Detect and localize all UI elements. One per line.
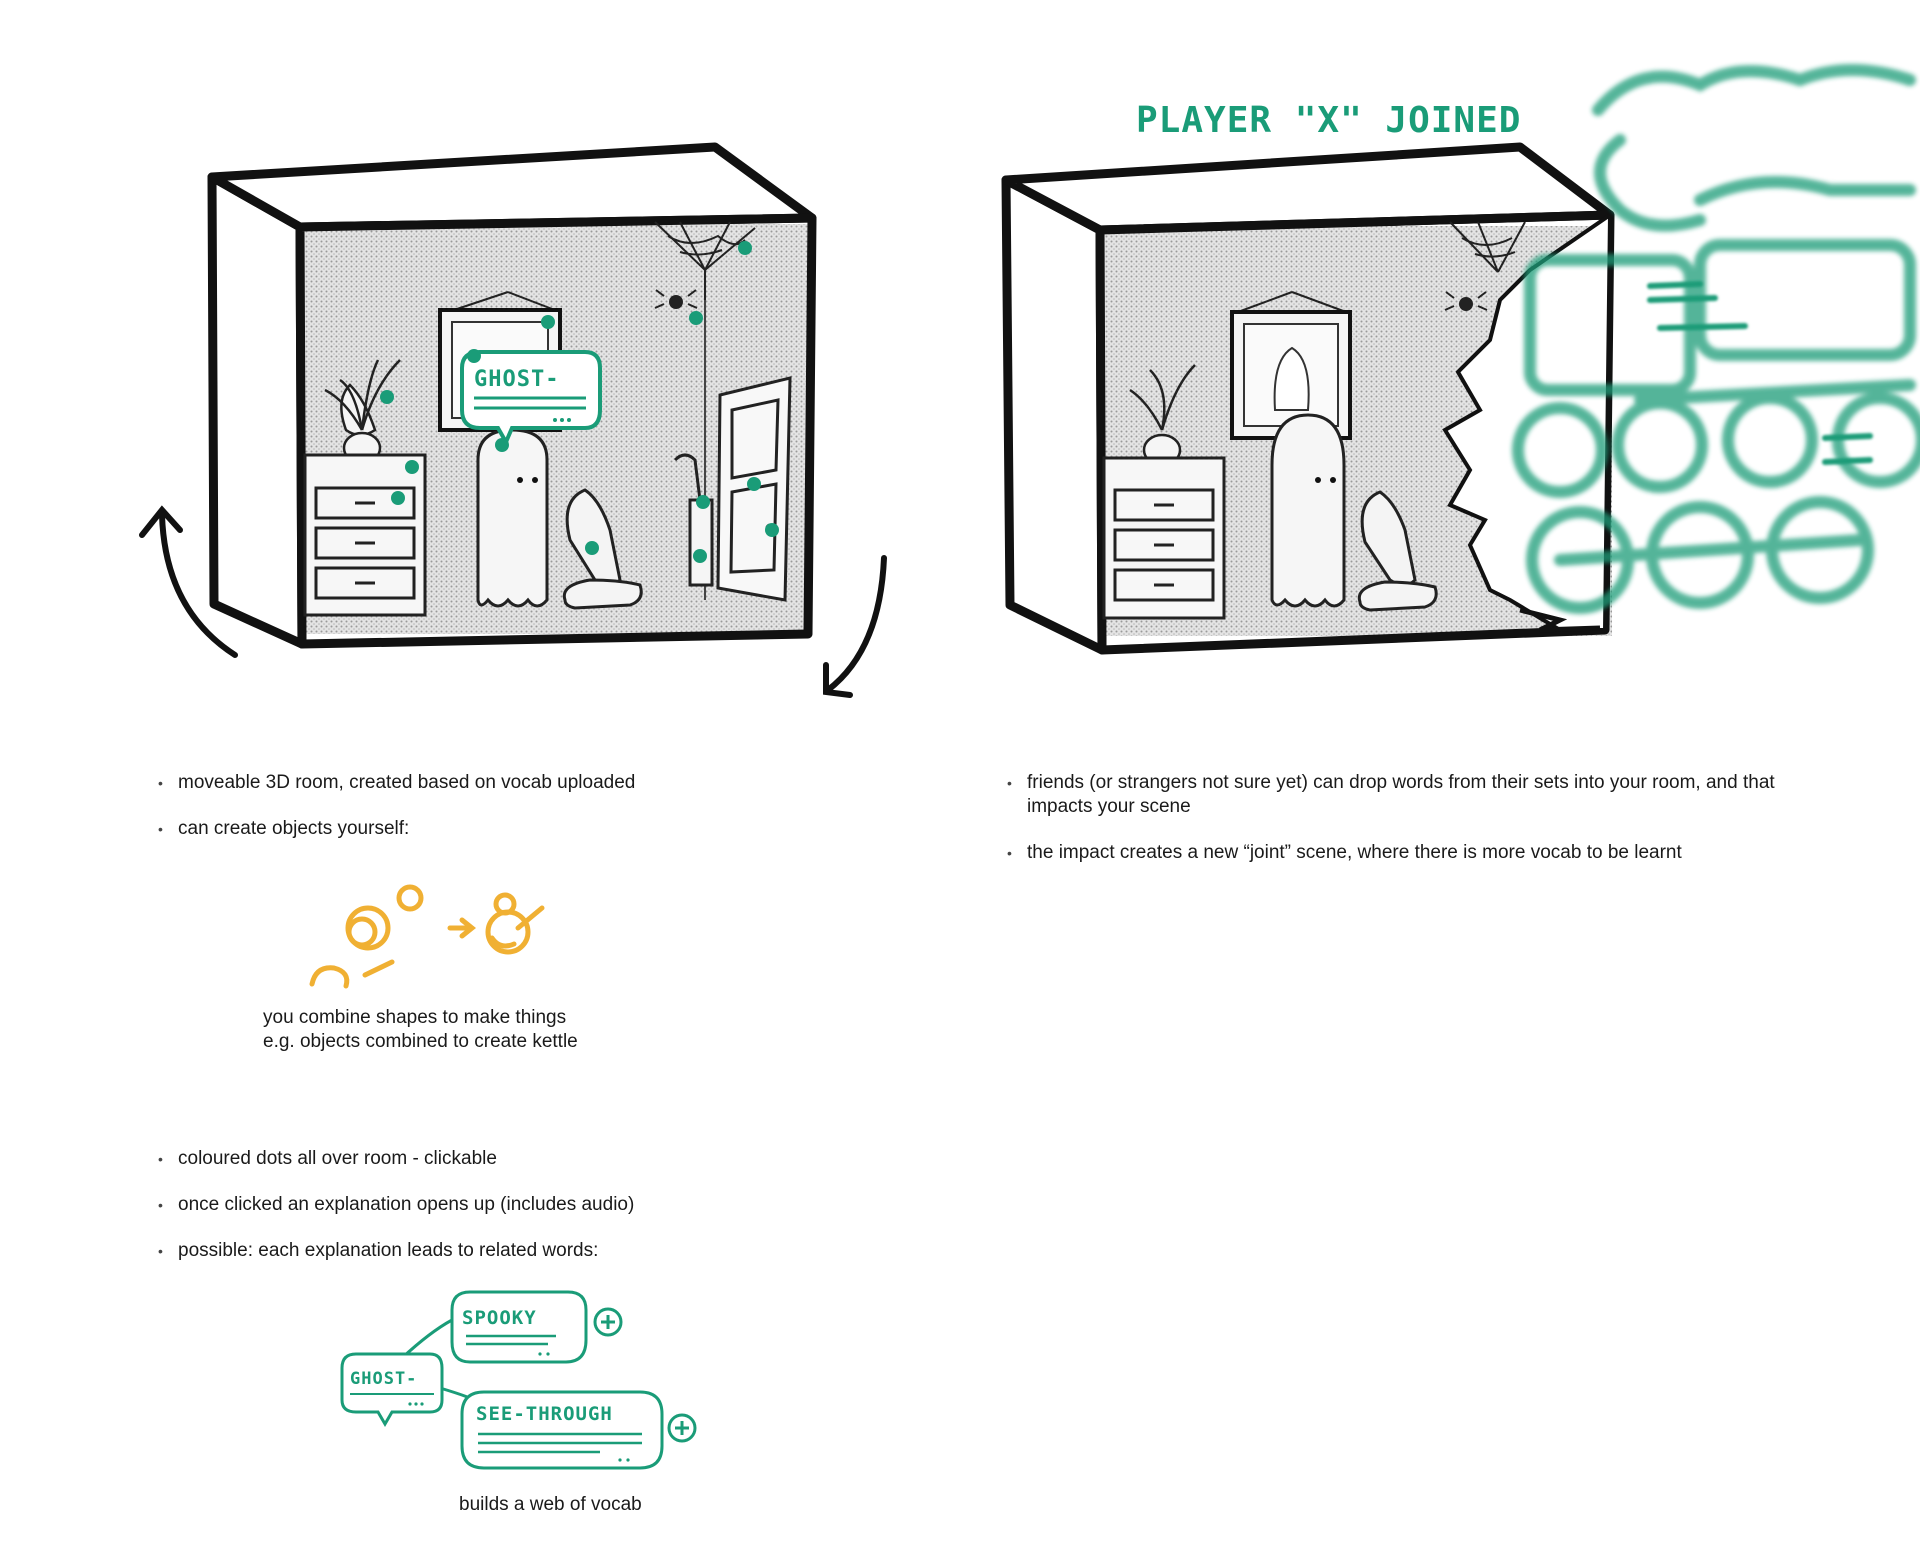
note-item: possible: each explanation leads to rela… (158, 1239, 878, 1263)
vocab-bubble-center[interactable]: GHOST- (340, 1352, 444, 1427)
cat-icon (1357, 490, 1438, 612)
plant-vase (324, 359, 401, 465)
vocab-dot (689, 311, 703, 325)
ghost-icon (1270, 413, 1346, 608)
caption-line: you combine shapes to make things (263, 1007, 567, 1028)
note-item: friends (or strangers not sure yet) can … (1007, 771, 1807, 819)
notes-left-bottom: coloured dots all over room - clickable … (158, 1147, 878, 1285)
vocab-dot (747, 477, 761, 491)
vocab-bubble-spooky[interactable]: SPOOKY (450, 1290, 588, 1364)
note-item: can create objects yourself: (158, 817, 858, 841)
note-item: once clicked an explanation opens up (in… (158, 1193, 878, 1217)
speed-lines (1647, 281, 1873, 465)
combine-caption: you combine shapes to make things e.g. o… (263, 1006, 663, 1054)
spider-icon (1444, 291, 1488, 311)
note-item: the impact creates a new “joint” scene, … (1007, 841, 1807, 865)
combine-shapes-sketch (309, 884, 545, 989)
vocab-dot (696, 495, 710, 509)
vocab-web-caption: builds a web of vocab (459, 1494, 642, 1515)
spider-icon (654, 289, 698, 309)
plus-icon[interactable] (593, 1307, 623, 1337)
rotate-left-arrow-icon[interactable] (139, 505, 238, 658)
clickable-dots[interactable] (380, 241, 779, 563)
cobweb-icon (654, 221, 756, 300)
caption-line: e.g. objects combined to create kettle (263, 1031, 578, 1052)
vocab-dot (380, 390, 394, 404)
dresser (303, 453, 427, 617)
ghost-speech-bubble[interactable]: GHOST- (460, 350, 602, 447)
vocab-bubble-see-through[interactable]: SEE-THROUGH (460, 1390, 664, 1470)
notes-right: friends (or strangers not sure yet) can … (1007, 771, 1807, 887)
notes-left-top: moveable 3D room, created based on vocab… (158, 771, 858, 863)
note-item: coloured dots all over room - clickable (158, 1147, 878, 1171)
vocab-dot (765, 523, 779, 537)
umbrella-stand (673, 453, 714, 587)
vocab-dot (391, 491, 405, 505)
cobweb-icon (1449, 221, 1526, 273)
vocab-dot (467, 349, 481, 363)
vocab-dot (738, 241, 752, 255)
cat-icon (562, 488, 643, 610)
room-right[interactable] (1001, 142, 1615, 655)
vocab-center-label: GHOST- (350, 1369, 417, 1389)
player-joined-heading: PLAYER "X" JOINED (1136, 100, 1521, 141)
vocab-web-sketch: GHOST- SPOOKY SEE-THROUGH (340, 1290, 697, 1470)
vocab-dot (405, 460, 419, 474)
dresser (1102, 456, 1226, 620)
vocab-dot (495, 438, 509, 452)
picture-frame (1230, 291, 1352, 440)
ghost-icon (476, 428, 549, 608)
rotate-right-arrow-icon[interactable] (823, 555, 887, 698)
vocab-word-label: SEE-THROUGH (476, 1403, 613, 1425)
vocab-dot (541, 315, 555, 329)
vocab-word-label: SPOOKY (462, 1307, 537, 1329)
note-item: moveable 3D room, created based on vocab… (158, 771, 858, 795)
vocab-dot (585, 541, 599, 555)
room-left[interactable]: GHOST- (207, 142, 817, 649)
ghost-bubble-label: GHOST- (474, 367, 559, 392)
plus-icon[interactable] (667, 1413, 697, 1443)
vocab-dot (693, 549, 707, 563)
